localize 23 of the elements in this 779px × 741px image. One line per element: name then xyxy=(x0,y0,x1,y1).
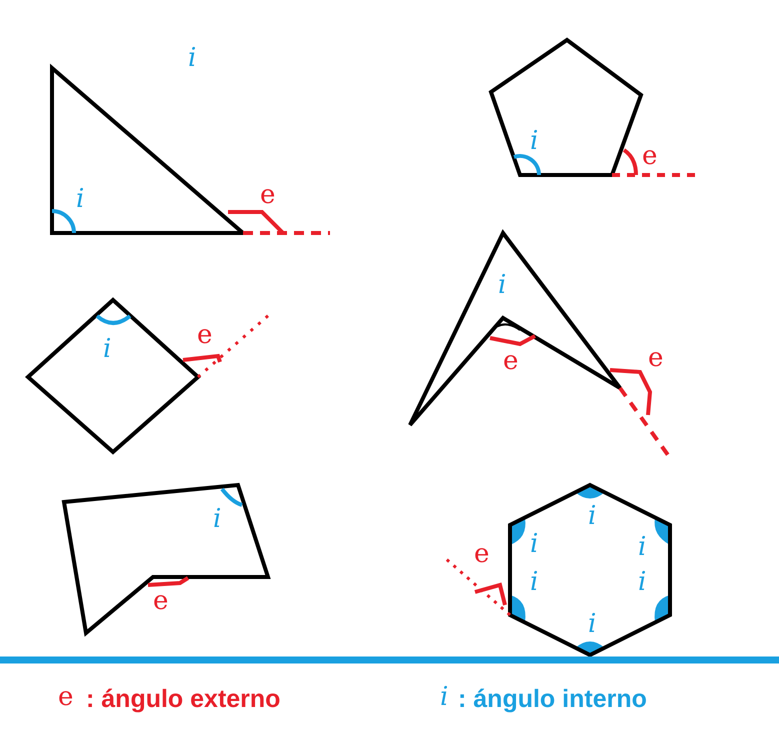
angle-label: e xyxy=(474,541,490,567)
legend-text: : ángulo externo xyxy=(86,687,280,712)
angle-label: i xyxy=(530,531,538,557)
angle-label: e xyxy=(153,588,168,614)
legend-text: : ángulo interno xyxy=(458,687,647,712)
angle-label: i xyxy=(188,45,196,71)
angle-label: e xyxy=(197,322,212,348)
angle-label: i xyxy=(213,506,222,532)
angle-label: i xyxy=(530,569,538,595)
angle-label: e xyxy=(503,348,518,374)
angle-label: i xyxy=(103,336,112,362)
angle-label: i xyxy=(638,534,646,560)
angle-label: e xyxy=(648,345,664,371)
angle-label: i xyxy=(588,611,596,637)
angle-label: e xyxy=(58,684,74,710)
angle-label: e xyxy=(642,143,658,169)
angle-label: i xyxy=(588,503,596,529)
angle-label: i xyxy=(498,272,506,298)
angle-label: e xyxy=(260,182,276,208)
angle-label: i xyxy=(76,186,84,212)
angle-label: i xyxy=(440,684,448,710)
angle-label: i xyxy=(638,569,646,595)
angle-label: i xyxy=(530,128,538,154)
